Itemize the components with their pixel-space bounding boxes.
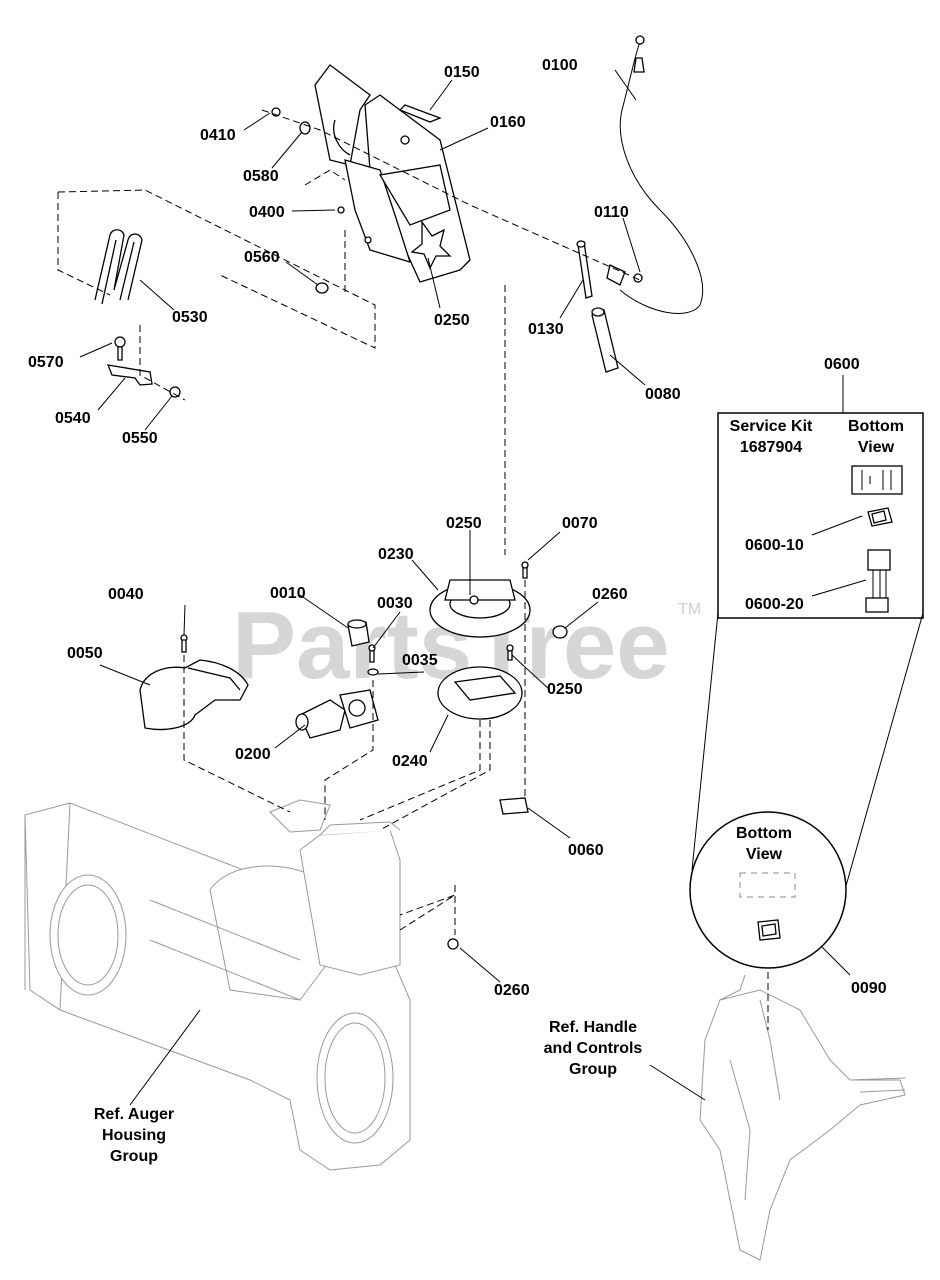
- bottom-view-inset: [689, 811, 847, 969]
- ref-handle-line1: Ref. Handle: [549, 1019, 637, 1036]
- label-0230: 0230: [378, 546, 414, 563]
- chute-rotation-assembly: [295, 561, 568, 950]
- callout-labels: 0150 0160 0410 0580 0400 0560 0250 0530 …: [28, 57, 887, 999]
- label-0040: 0040: [108, 586, 144, 603]
- label-0580: 0580: [243, 168, 279, 185]
- label-0250-ring: 0250: [446, 515, 482, 532]
- inset-view-line2: View: [746, 846, 783, 863]
- watermark-trademark: TM: [678, 601, 701, 618]
- ref-auger-line2: Housing: [102, 1127, 166, 1144]
- ref-auger-line1: Ref. Auger: [94, 1106, 174, 1123]
- label-0160: 0160: [490, 114, 526, 131]
- handle-controls-illustration: [699, 974, 906, 1261]
- label-0010: 0010: [270, 585, 306, 602]
- label-0150: 0150: [444, 64, 480, 81]
- label-0080: 0080: [645, 386, 681, 403]
- ref-handle-line2: and Controls: [544, 1040, 643, 1057]
- label-0400: 0400: [249, 204, 285, 221]
- callout-leaders: [79, 69, 851, 1106]
- label-0030: 0030: [377, 595, 413, 612]
- label-0260-upper: 0260: [592, 586, 628, 603]
- label-0600-20: 0600-20: [745, 596, 804, 613]
- label-0100: 0100: [542, 57, 578, 74]
- assembly-dashed-lines: [57, 109, 769, 1030]
- inset-view-line1: Bottom: [736, 825, 792, 842]
- circle-inset-text: Bottom View: [736, 825, 792, 863]
- chute-deflector-illustration: [314, 64, 471, 283]
- label-0250-top: 0250: [434, 312, 470, 329]
- label-0070: 0070: [562, 515, 598, 532]
- label-0560: 0560: [244, 249, 280, 266]
- deflector-cable: [606, 35, 704, 314]
- service-kit-view-line2: View: [858, 439, 895, 456]
- ref-handle-line3: Group: [569, 1061, 617, 1078]
- reference-labels: Ref. Auger Housing Group Ref. Handle and…: [94, 1019, 643, 1165]
- label-0200: 0200: [235, 746, 271, 763]
- motor-cover-illustration: [139, 634, 249, 731]
- label-0550: 0550: [122, 430, 158, 447]
- auger-housing-illustration: [24, 799, 411, 1171]
- ref-auger-line3: Group: [110, 1148, 158, 1165]
- label-0600: 0600: [824, 356, 860, 373]
- service-kit-view-line1: Bottom: [848, 418, 904, 435]
- label-0035: 0035: [402, 652, 438, 669]
- service-kit-title: Service Kit: [730, 418, 813, 435]
- label-0240: 0240: [392, 753, 428, 770]
- label-0530: 0530: [172, 309, 208, 326]
- service-kit-text: Service Kit 1687904 Bottom View: [730, 418, 904, 456]
- label-0260-lower: 0260: [494, 982, 530, 999]
- label-0060: 0060: [568, 842, 604, 859]
- label-0130: 0130: [528, 321, 564, 338]
- label-0540: 0540: [55, 410, 91, 427]
- label-0600-10: 0600-10: [745, 537, 804, 554]
- label-0570: 0570: [28, 354, 64, 371]
- service-kit-number: 1687904: [740, 439, 802, 456]
- spring-bracket-illustration: [94, 229, 181, 398]
- label-0090: 0090: [851, 980, 887, 997]
- label-0050: 0050: [67, 645, 103, 662]
- label-0110: 0110: [594, 204, 629, 221]
- service-kit-box: [691, 375, 924, 901]
- rod-tube-illustration: [576, 240, 619, 373]
- label-0250-lower: 0250: [547, 681, 583, 698]
- label-0410: 0410: [200, 127, 236, 144]
